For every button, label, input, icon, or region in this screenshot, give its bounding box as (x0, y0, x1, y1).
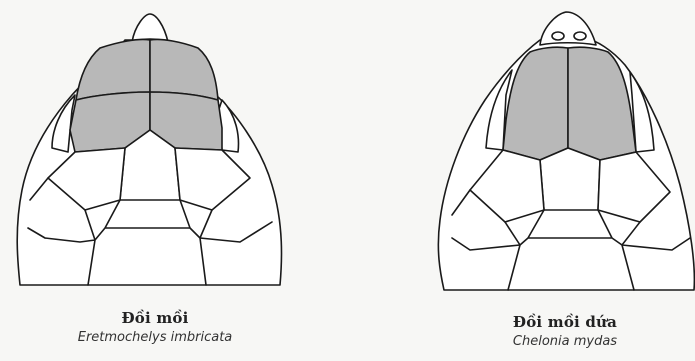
hawksbill-caption: Đồi mồi Eretmochelys imbricata (25, 309, 285, 345)
green-turtle-common-name: Đồi mồi dứa (435, 313, 695, 331)
green-turtle-frontal-scale (540, 148, 600, 210)
hawksbill-snout (132, 14, 168, 42)
hawksbill-prefrontal-upper-right (150, 39, 218, 100)
green-turtle-right-nostril-icon (574, 32, 586, 40)
green-turtle-caption: Đồi mồi dứa Chelonia mydas (435, 313, 695, 349)
hawksbill-scientific-name: Eretmochelys imbricata (25, 330, 285, 345)
hawksbill-prefrontal-upper-left (76, 39, 150, 100)
green-turtle-snout (540, 12, 596, 45)
green-turtle-left-nostril-icon (552, 32, 564, 40)
green-turtle-prefrontal-right (568, 47, 636, 160)
green-turtle-scientific-name: Chelonia mydas (435, 334, 695, 349)
hawksbill-common-name: Đồi mồi (25, 309, 285, 327)
green-turtle-head-drawing (438, 12, 694, 290)
hawksbill-head-drawing (17, 14, 281, 285)
